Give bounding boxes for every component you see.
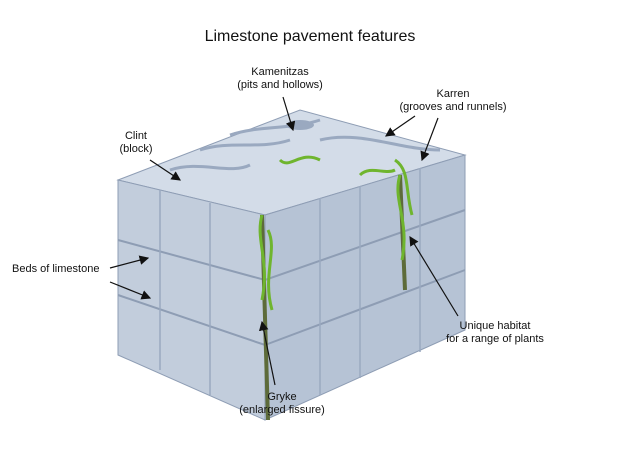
label-desc: (grooves and runnels): [399, 101, 507, 113]
label-kamenitzas: Kamenitzas (pits and hollows): [230, 66, 330, 92]
label-desc: for a range of plants: [446, 333, 544, 345]
label-name: Karren: [436, 88, 470, 100]
pointer-arrows: [109, 96, 459, 386]
label-gryke: Gryke (enlarged fissure): [232, 391, 332, 417]
label-desc: (pits and hollows): [237, 79, 323, 91]
label-desc: (enlarged fissure): [239, 404, 325, 416]
label-desc: (block): [119, 143, 153, 155]
label-karren: Karren (grooves and runnels): [393, 88, 513, 114]
label-name: Unique habitat: [459, 320, 531, 332]
label-name: Clint: [124, 130, 147, 142]
label-name: Gryke: [267, 391, 297, 403]
diagram-title: Limestone pavement features: [204, 28, 416, 45]
limestone-block: [116, 109, 467, 421]
label-name: Kamenitzas: [251, 66, 309, 78]
label-habitat: Unique habitat for a range of plants: [435, 320, 555, 346]
label-clint: Clint (block): [106, 130, 166, 156]
label-name: Beds of limestone: [12, 263, 100, 275]
label-beds: Beds of limestone: [12, 263, 99, 276]
